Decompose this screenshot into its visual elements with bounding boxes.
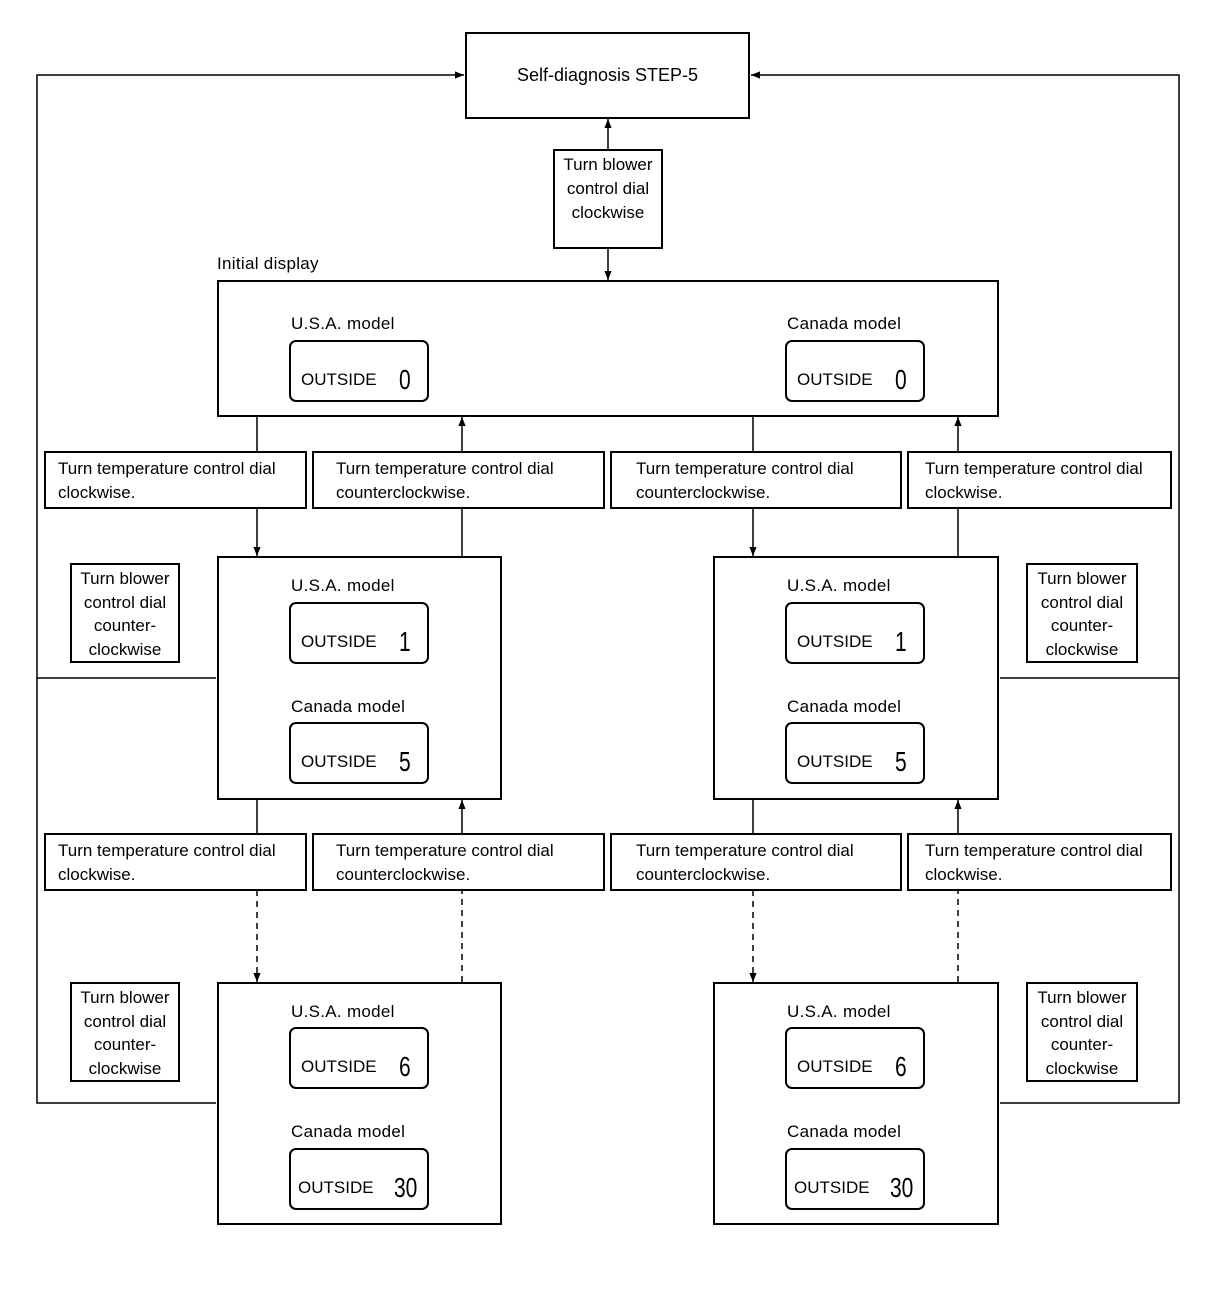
display-word: OUTSIDE [794, 1178, 870, 1197]
level2-right-usa-display: OUTSIDE 6 [785, 1027, 925, 1089]
blower-cw-line-2: control dial [566, 179, 650, 198]
display-value: 30 [394, 1172, 418, 1203]
instr-r-cw-top: Turn temperature control dial clockwise. [907, 451, 1172, 509]
step5-box: Self-diagnosis STEP-5 [465, 32, 750, 119]
level1-left-canada-display: OUTSIDE 5 [289, 722, 429, 784]
blower-ccw-line-1: Turn blower [80, 569, 170, 588]
blower-ccw-line-1: Turn blower [80, 988, 170, 1007]
right-return-line [751, 71, 1180, 679]
blower-ccw-line-3: counter- [1050, 616, 1114, 635]
display-word: OUTSIDE [797, 1057, 873, 1076]
left-return-line [36, 71, 464, 679]
instr-line-1: Turn temperature control dial [58, 459, 276, 478]
blower-ccw-line-3: counter- [1050, 1035, 1114, 1054]
initial-display-caption: Initial display [217, 254, 319, 273]
right-return-line-2 [1000, 678, 1180, 1104]
blower-ccw-line-4: clockwise [88, 1058, 162, 1078]
level1-right-usa-label: U.S.A. model [787, 576, 891, 595]
instr-line-1: Turn temperature control dial [58, 841, 276, 860]
blower-ccw-line-2: control dial [1040, 1011, 1124, 1031]
display-word: OUTSIDE [301, 752, 377, 771]
blower-ccw-line-1: Turn blower [1037, 988, 1127, 1007]
level1-right-canada-display: OUTSIDE 5 [785, 722, 925, 784]
instr-line-1: Turn temperature control dial [925, 841, 1143, 860]
instr-r-cw-mid: Turn temperature control dial clockwise. [907, 833, 1172, 891]
display-value: 5 [399, 746, 411, 777]
instr-line-2: counterclockwise. [636, 483, 771, 502]
instr-line-1: Turn temperature control dial [925, 459, 1143, 478]
display-word: OUTSIDE [301, 1057, 377, 1076]
blower-ccw-note-right-2: Turn blower control dial counter- clockw… [1026, 982, 1138, 1082]
blower-ccw-line-1: Turn blower [1037, 569, 1127, 588]
level1-right-usa-display: OUTSIDE 1 [785, 602, 925, 664]
display-word: OUTSIDE [797, 632, 873, 651]
level1-right-canada-label: Canada model [787, 697, 902, 716]
display-word: OUTSIDE [797, 370, 873, 389]
instr-line-2: clockwise. [58, 483, 136, 502]
display-value: 6 [399, 1051, 411, 1082]
level1-left-usa-display: OUTSIDE 1 [289, 602, 429, 664]
display-value: 0 [399, 364, 411, 395]
blower-cw-line-1: Turn blower [563, 155, 653, 174]
level1-left-canada-label: Canada model [291, 697, 406, 716]
instr-line-1: Turn temperature control dial [636, 459, 854, 478]
instr-line-2: clockwise. [58, 865, 136, 884]
level2-left-usa-display: OUTSIDE 6 [289, 1027, 429, 1089]
blower-clockwise-note: Turn blower control dial clockwise [553, 149, 663, 249]
display-word: OUTSIDE [301, 370, 377, 389]
instr-line-1: Turn temperature control dial [336, 459, 554, 478]
display-value: 0 [895, 364, 907, 395]
blower-ccw-line-3: counter- [93, 1035, 157, 1054]
display-word: OUTSIDE [301, 632, 377, 651]
initial-canada-display: OUTSIDE 0 [785, 340, 925, 402]
instr-line-2: clockwise. [925, 865, 1003, 884]
level2-right-canada-display: OUTSIDE 30 [785, 1148, 925, 1210]
blower-cw-line-3: clockwise [571, 203, 645, 222]
level1-left-usa-label: U.S.A. model [291, 576, 395, 595]
blower-ccw-line-2: control dial [83, 592, 167, 612]
blower-ccw-note-right-1: Turn blower control dial counter- clockw… [1026, 563, 1138, 663]
instr-line-2: counterclockwise. [336, 865, 471, 884]
blower-ccw-note-left-1: Turn blower control dial counter- clockw… [70, 563, 180, 663]
instr-r-ccw-mid: Turn temperature control dial counterclo… [610, 833, 902, 891]
instr-line-2: clockwise. [925, 483, 1003, 502]
display-value: 5 [895, 746, 907, 777]
instr-line-2: counterclockwise. [336, 483, 471, 502]
level2-left-canada-display: OUTSIDE 30 [289, 1148, 429, 1210]
blower-ccw-note-left-2: Turn blower control dial counter- clockw… [70, 982, 180, 1082]
instr-line-1: Turn temperature control dial [336, 841, 554, 860]
blower-ccw-line-2: control dial [83, 1011, 167, 1031]
display-value: 6 [895, 1051, 907, 1082]
instr-line-2: counterclockwise. [636, 865, 771, 884]
blower-ccw-line-2: control dial [1040, 592, 1124, 612]
instr-l-ccw-mid: Turn temperature control dial counterclo… [312, 833, 605, 891]
instr-r-ccw-top: Turn temperature control dial counterclo… [610, 451, 902, 509]
instr-l-cw-top: Turn temperature control dial clockwise. [44, 451, 307, 509]
initial-usa-label: U.S.A. model [291, 314, 395, 333]
display-word: OUTSIDE [797, 752, 873, 771]
instr-l-ccw-top: Turn temperature control dial counterclo… [312, 451, 605, 509]
level2-left-canada-label: Canada model [291, 1122, 406, 1141]
blower-ccw-line-3: counter- [93, 616, 157, 635]
blower-ccw-line-4: clockwise [1045, 639, 1119, 659]
level2-right-usa-label: U.S.A. model [787, 1002, 891, 1021]
display-value: 30 [890, 1172, 914, 1203]
blower-ccw-line-4: clockwise [1045, 1058, 1119, 1078]
level2-right-canada-label: Canada model [787, 1122, 902, 1141]
blower-ccw-line-4: clockwise [88, 639, 162, 659]
initial-usa-display: OUTSIDE 0 [289, 340, 429, 402]
display-value: 1 [895, 626, 907, 657]
display-word: OUTSIDE [298, 1178, 374, 1197]
instr-l-cw-mid: Turn temperature control dial clockwise. [44, 833, 307, 891]
step5-label: Self-diagnosis STEP-5 [516, 65, 699, 85]
display-value: 1 [399, 626, 411, 657]
level2-left-usa-label: U.S.A. model [291, 1002, 395, 1021]
instr-line-1: Turn temperature control dial [636, 841, 854, 860]
left-return-line-2 [36, 678, 216, 1104]
initial-canada-label: Canada model [787, 314, 902, 333]
